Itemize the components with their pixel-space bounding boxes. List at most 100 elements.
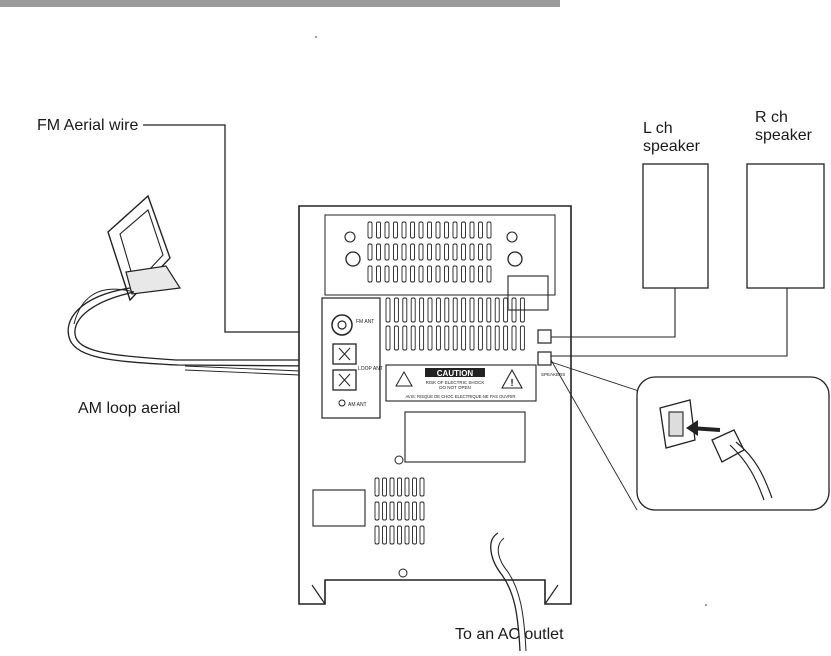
vent-slot	[374, 501, 380, 521]
left-speaker-box	[642, 163, 709, 289]
vent-slot	[503, 325, 509, 351]
vent-slot	[461, 221, 466, 239]
vent-slot	[419, 501, 425, 521]
l-ch-speaker-label-line2: speaker	[643, 138, 700, 155]
speakers-tiny-label: SPEAKERS	[541, 372, 565, 377]
unit-rear-panel: FM ANT LOOP ANT AM ANT CAUTION RISK OF E…	[298, 205, 572, 605]
vent-slot	[376, 221, 381, 239]
vent-slot	[452, 325, 458, 351]
left-speaker-wire	[551, 288, 676, 338]
ac-power-cord	[490, 532, 521, 652]
top-vent-grille	[367, 221, 492, 283]
vent-slot	[382, 501, 387, 521]
vent-slot	[393, 297, 399, 323]
warning-triangle-icon	[501, 368, 523, 389]
vent-slot	[419, 325, 425, 351]
vent-slot	[511, 297, 517, 323]
caution-line-3: AVIS: RISQUE DE CHOC ELECTRIQUE-NE PAS O…	[405, 394, 516, 399]
vent-slot	[452, 297, 458, 323]
vent-slot	[376, 265, 381, 283]
vent-slot	[486, 221, 492, 239]
vent-slot	[452, 221, 458, 239]
vent-slot	[444, 265, 449, 283]
vent-slot	[376, 243, 381, 261]
vent-slot	[469, 221, 475, 239]
vent-slot	[418, 221, 424, 239]
vent-slot	[401, 221, 407, 239]
svg-text:!: !	[510, 378, 513, 389]
vent-slot	[478, 265, 483, 283]
r-ch-speaker-label-line1: R ch	[755, 109, 788, 126]
vent-slot	[427, 325, 433, 351]
vent-slot	[444, 221, 449, 239]
vent-slot	[393, 243, 398, 261]
vent-slot	[427, 265, 432, 283]
vent-slot	[503, 297, 509, 323]
vent-slot	[444, 297, 450, 323]
fm-ant-tiny-label: FM ANT	[356, 319, 374, 325]
vent-slot	[389, 477, 395, 497]
fm-aerial-wire-label: FM Aerial wire	[37, 117, 139, 134]
vent-slot	[412, 525, 417, 545]
vent-slot	[393, 325, 399, 351]
am-loop-aerial	[67, 194, 319, 376]
vent-slot	[412, 501, 417, 521]
right-speaker-box	[746, 163, 825, 289]
vent-slot	[410, 265, 415, 283]
vent-slot	[367, 243, 373, 261]
vent-slot	[418, 243, 424, 261]
vent-slot	[444, 325, 450, 351]
vent-slot	[519, 297, 525, 323]
vent-slot	[419, 477, 425, 497]
vent-slot	[401, 265, 407, 283]
speaker-socket-detail	[659, 399, 696, 449]
vent-slot	[393, 265, 398, 283]
scan-edge-artifact	[0, 0, 560, 7]
vent-slot	[410, 297, 416, 323]
vent-slot	[393, 221, 398, 239]
vent-slot	[435, 243, 441, 261]
vent-slot	[404, 477, 410, 497]
vent-slot	[452, 243, 458, 261]
vent-slot	[385, 297, 391, 323]
vent-slot	[382, 525, 387, 545]
vent-slot	[367, 221, 373, 239]
vent-slot	[444, 243, 449, 261]
vent-slot	[452, 265, 458, 283]
vent-slot	[486, 265, 492, 283]
vent-slot	[384, 243, 390, 261]
vent-slot	[418, 265, 424, 283]
vent-slot	[404, 501, 410, 521]
speaker-plug-detail	[711, 429, 773, 501]
vent-slot	[419, 297, 425, 323]
vent-slot	[384, 221, 390, 239]
vent-slot	[511, 325, 517, 351]
vent-slot	[427, 221, 432, 239]
vent-slot	[469, 243, 475, 261]
am-loop-aerial-label: AM loop aerial	[78, 400, 181, 417]
vent-slot	[478, 221, 483, 239]
vent-slot	[367, 265, 373, 283]
vent-slot	[402, 325, 408, 351]
vent-slot	[410, 325, 416, 351]
vent-slot	[477, 325, 483, 351]
l-ch-speaker-label-line1: L ch	[643, 120, 673, 137]
vent-slot	[486, 325, 492, 351]
ac-outlet-label: To an AC outlet	[455, 626, 564, 643]
vent-slot	[435, 265, 441, 283]
loop-ant-tiny-label: LOOP ANT	[358, 366, 383, 372]
lower-vent-grille	[374, 477, 425, 545]
vent-slot	[461, 243, 466, 261]
vent-slot	[435, 221, 441, 239]
vent-slot	[419, 525, 425, 545]
speaker-terminal-right	[537, 351, 552, 366]
vent-slot	[410, 243, 415, 261]
vent-slot	[410, 221, 415, 239]
caution-line-2: DO NOT OPEN	[439, 385, 470, 390]
vent-slot	[494, 297, 500, 323]
vent-slot	[469, 265, 475, 283]
vent-slot	[374, 477, 380, 497]
caution-title: CAUTION	[437, 369, 474, 378]
vent-slot	[397, 477, 402, 497]
